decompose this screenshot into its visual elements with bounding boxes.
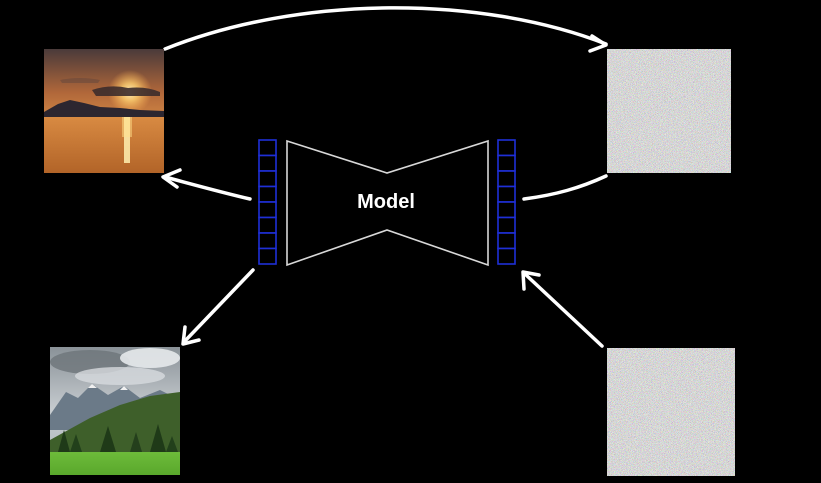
latent-cell-left-5: [258, 201, 277, 219]
latent-cell-right-4: [497, 185, 516, 203]
latent-cell-left-4: [258, 185, 277, 203]
latent-cell-left-2: [258, 154, 277, 172]
latent-cell-left-7: [258, 232, 277, 250]
latent-cell-right-7: [497, 232, 516, 250]
latent-cell-right-8: [497, 247, 516, 265]
noise-top-image: [607, 49, 731, 173]
model-label: Model: [357, 191, 415, 213]
latent-cell-right-3: [497, 170, 516, 188]
arrow-noise-to-model: [522, 174, 608, 201]
arrow-latent-to-mountain: [181, 268, 255, 346]
latent-cell-right-5: [497, 201, 516, 219]
arrow-noise-to-latent: [521, 270, 604, 348]
latent-cell-right-2: [497, 154, 516, 172]
latent-cell-left-1: [258, 139, 277, 157]
latent-cell-right-1: [497, 139, 516, 157]
model-block: Model: [286, 139, 489, 267]
noise-bottom-image: [607, 348, 735, 476]
arrow-image-to-noise: [163, 6, 608, 53]
sunset-image: [44, 49, 164, 173]
mountain-image: [50, 347, 180, 475]
latent-cell-right-6: [497, 216, 516, 234]
latent-cell-left-6: [258, 216, 277, 234]
latent-vector-left: [258, 139, 277, 265]
arrow-model-to-image: [161, 168, 252, 201]
latent-vector-right: [497, 139, 516, 265]
latent-cell-left-8: [258, 247, 277, 265]
latent-cell-left-3: [258, 170, 277, 188]
